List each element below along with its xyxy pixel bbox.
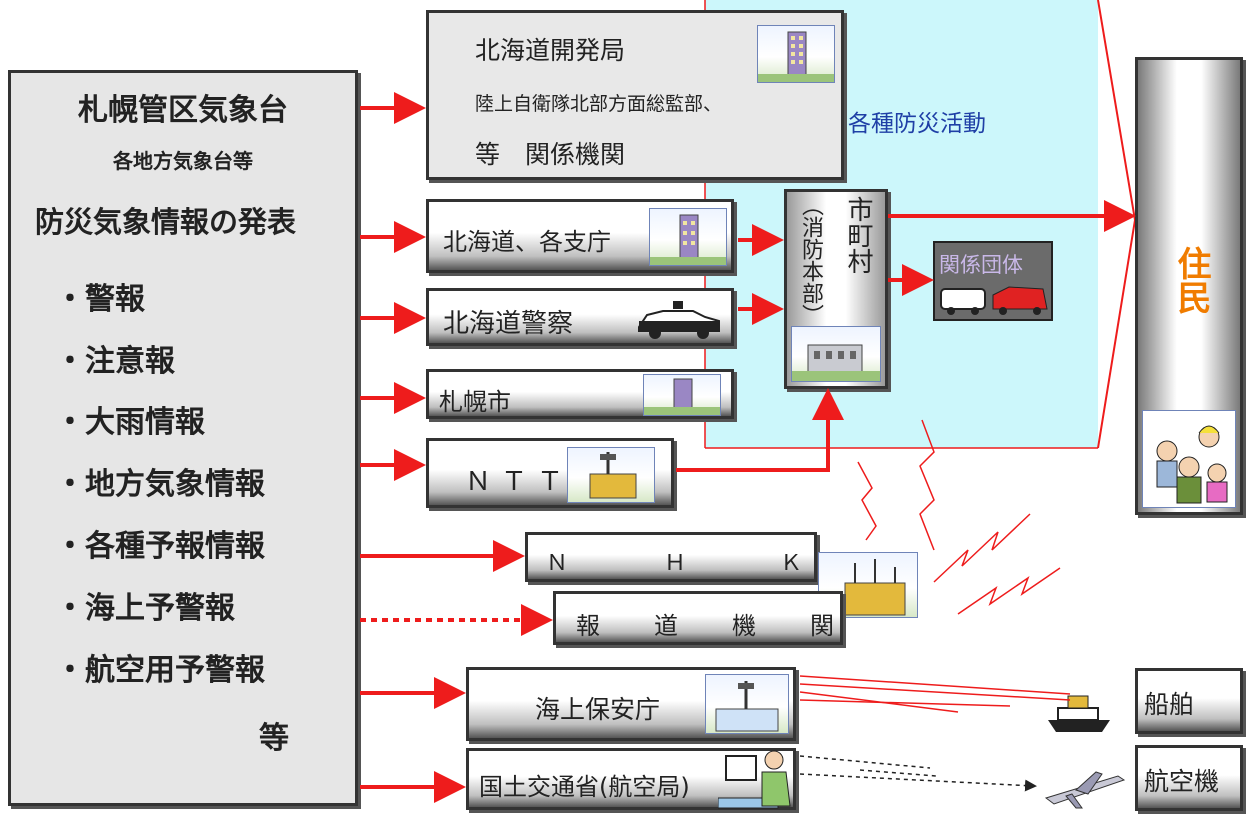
people-icon (1142, 410, 1236, 508)
source-box: 札幌管区気象台 各地方気象台等 防災気象情報の発表 ・警報 ・注意報 ・大雨情報… (8, 70, 358, 806)
related-groups-box: 関係団体 (933, 241, 1053, 321)
agency-box-sapporo: 札幌市 (426, 369, 734, 419)
media-char-2: 道 (654, 612, 678, 640)
ship-label: 船舶 (1144, 690, 1195, 719)
info-item-etc: 等 (259, 721, 289, 756)
info-item-6: ・海上予警報 (55, 591, 235, 626)
media-char-4: 関 (810, 612, 834, 640)
media-char-1: 報 (576, 612, 600, 640)
info-item-2: ・注意報 (55, 344, 175, 379)
computer-operator-icon (718, 750, 791, 809)
mlit-label: 国土交通省(航空局) (479, 773, 690, 801)
nhk-letter-n: Ｎ (546, 551, 569, 576)
source-heading: 防災気象情報の発表 (35, 205, 297, 239)
agency-box-nhk: Ｎ Ｈ Ｋ (525, 532, 817, 582)
sapporo-label: 札幌市 (439, 388, 511, 416)
nhk-letter-k: Ｋ (780, 551, 803, 576)
ship-box: 船舶 (1135, 668, 1243, 734)
municipality-sub: （消防本部） (798, 194, 823, 326)
municipality-name: 市町村 (843, 196, 873, 274)
source-subtitle: 各地方気象台等 (113, 149, 253, 173)
info-item-4: ・地方気象情報 (55, 467, 265, 502)
info-item-5: ・各種予報情報 (55, 529, 265, 564)
kaihatsu-line2: 陸上自衛隊北部方面総監部、 (475, 93, 723, 115)
kaihatsu-line1: 北海道開発局 (475, 36, 626, 65)
ntt-label: ＮＴＴ (465, 467, 574, 497)
nhk-letter-h: Ｈ (664, 551, 687, 576)
municipality-box: 市町村 （消防本部） (784, 189, 888, 389)
vehicles-icon (940, 286, 1048, 315)
coastguard-building-icon (705, 674, 789, 734)
coastguard-label: 海上保安庁 (535, 695, 661, 724)
ship-icon (1048, 695, 1110, 732)
kaihatsu-line3: 等 関係機関 (475, 140, 626, 169)
related-groups-label: 関係団体 (939, 253, 1023, 277)
media-char-3: 機 (732, 612, 756, 640)
fire-station-icon (791, 326, 881, 382)
building-icon (643, 374, 721, 416)
broadcast-building-icon (818, 552, 918, 618)
aircraft-label: 航空機 (1144, 767, 1220, 796)
agency-box-kaihatsu: 北海道開発局 陸上自衛隊北部方面総監部、 等 関係機関 (426, 10, 844, 180)
aircraft-box: 航空機 (1135, 745, 1243, 811)
agency-box-police: 北海道警察 (426, 288, 734, 346)
police-car-icon (638, 301, 720, 339)
info-item-3: ・大雨情報 (55, 405, 205, 440)
agency-box-ntt: ＮＴＴ (426, 438, 674, 508)
source-title: 札幌管区気象台 (78, 93, 288, 128)
police-label: 北海道警察 (443, 309, 574, 339)
airplane-icon (1044, 771, 1126, 809)
hokkaido-label: 北海道、各支庁 (443, 228, 611, 256)
info-item-7: ・航空用予警報 (55, 653, 265, 688)
info-item-1: ・警報 (55, 282, 145, 317)
agency-box-media: 報 道 機 関 (553, 591, 843, 645)
residents-label: 住民 (1171, 246, 1211, 314)
agency-box-hokkaido: 北海道、各支庁 (426, 199, 734, 273)
residents-box: 住民 (1135, 57, 1243, 515)
building-icon (649, 208, 727, 266)
building-icon (757, 25, 835, 83)
activity-label: 各種防災活動 (848, 111, 986, 137)
agency-box-coastguard: 海上保安庁 (466, 667, 796, 741)
antenna-building-icon (567, 447, 655, 503)
